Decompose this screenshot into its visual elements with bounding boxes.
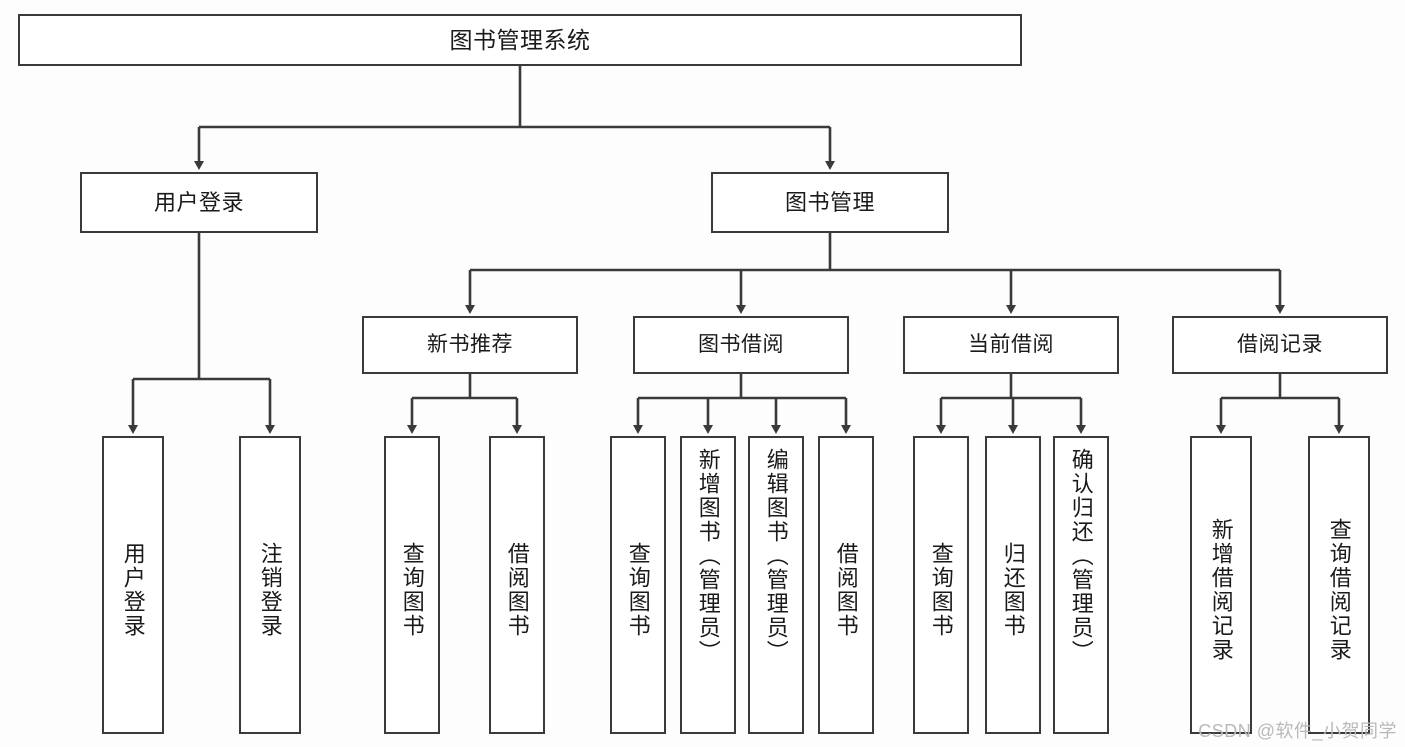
node-leaf-borrow-book[interactable]: 借阅图书	[818, 436, 874, 734]
node-leaf-edit-book[interactable]: 编辑图书（管理员）	[748, 436, 804, 734]
node-leaf-add-book[interactable]: 新增图书（管理员）	[680, 436, 736, 734]
node-label: 新增图书（管理员）	[695, 448, 721, 664]
node-label: 新增借阅记录	[1208, 518, 1234, 662]
node-leaf-query-book-rec[interactable]: 查询图书	[384, 436, 440, 734]
node-leaf-query-record[interactable]: 查询借阅记录	[1308, 436, 1370, 734]
node-book-borrow[interactable]: 图书借阅	[633, 316, 849, 374]
node-new-book-rec[interactable]: 新书推荐	[362, 316, 578, 374]
node-label: 借阅图书	[504, 542, 530, 638]
node-label: 图书管理	[784, 189, 875, 215]
node-label: 用户登录	[153, 189, 244, 215]
node-label: 借阅记录	[1237, 332, 1323, 356]
node-label: 借阅图书	[833, 542, 859, 638]
node-label: 查询图书	[399, 542, 425, 638]
node-user-login[interactable]: 用户登录	[80, 172, 318, 233]
node-current-borrow[interactable]: 当前借阅	[903, 316, 1119, 374]
node-leaf-return-book[interactable]: 归还图书	[985, 436, 1041, 734]
node-label: 用户登录	[120, 542, 146, 638]
node-label: 查询图书	[928, 542, 954, 638]
node-label: 查询图书	[625, 542, 651, 638]
node-label: 图书管理系统	[449, 26, 591, 53]
node-leaf-user-login[interactable]: 用户登录	[102, 436, 164, 734]
node-borrow-record[interactable]: 借阅记录	[1172, 316, 1388, 374]
node-label: 编辑图书（管理员）	[763, 448, 789, 664]
node-label: 注销登录	[257, 542, 283, 638]
node-book-manage[interactable]: 图书管理	[711, 172, 949, 233]
node-leaf-add-record[interactable]: 新增借阅记录	[1190, 436, 1252, 734]
node-leaf-borrow-book-rec[interactable]: 借阅图书	[489, 436, 545, 734]
node-leaf-confirm-return[interactable]: 确认归还（管理员）	[1053, 436, 1109, 734]
node-root[interactable]: 图书管理系统	[18, 14, 1022, 66]
node-leaf-query-book[interactable]: 查询图书	[610, 436, 666, 734]
node-label: 查询借阅记录	[1326, 518, 1352, 662]
node-label: 图书借阅	[698, 332, 784, 356]
node-leaf-query-book-cur[interactable]: 查询图书	[913, 436, 969, 734]
watermark: CSDN @软件_小贺同学	[1198, 721, 1397, 741]
node-label: 当前借阅	[968, 332, 1054, 356]
node-label: 新书推荐	[427, 332, 513, 356]
node-leaf-user-logout[interactable]: 注销登录	[239, 436, 301, 734]
node-label: 归还图书	[1000, 542, 1026, 638]
node-label: 确认归还（管理员）	[1068, 448, 1094, 664]
